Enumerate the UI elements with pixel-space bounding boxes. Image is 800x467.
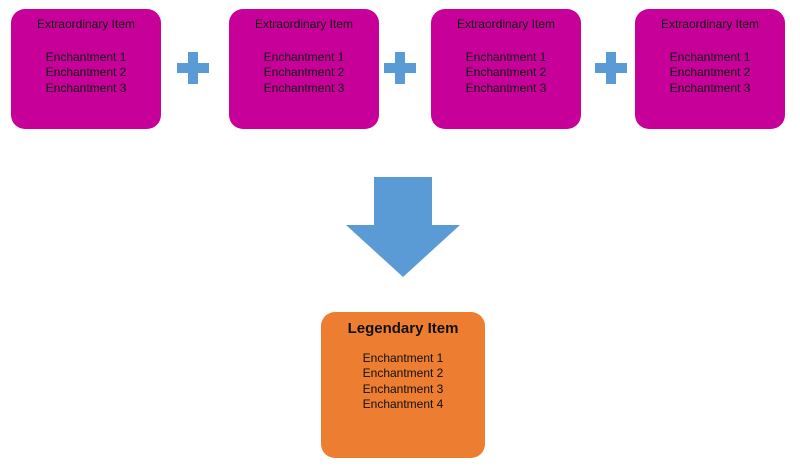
extraordinary-item-box-3: Extraordinary Item Enchantment 1 Enchant…	[431, 9, 581, 129]
legendary-item-box: Legendary Item Enchantment 1 Enchantment…	[321, 312, 485, 458]
extraordinary-item-box-1: Extraordinary Item Enchantment 1 Enchant…	[11, 9, 161, 129]
plus-icon	[177, 52, 209, 84]
enchantment-label: Enchantment 3	[45, 80, 127, 95]
legendary-item-title: Legendary Item	[347, 320, 459, 337]
item-title: Extraordinary Item	[254, 17, 354, 31]
item-title: Extraordinary Item	[660, 17, 760, 31]
enchantment-label: Enchantment 1	[263, 49, 345, 64]
extraordinary-item-box-2: Extraordinary Item Enchantment 1 Enchant…	[229, 9, 379, 129]
item-title: Extraordinary Item	[36, 17, 136, 31]
item-title: Extraordinary Item	[456, 17, 556, 31]
enchantment-label: Enchantment 4	[362, 397, 444, 411]
enchantment-label: Enchantment 1	[465, 49, 547, 64]
enchantment-label: Enchantment 1	[362, 350, 444, 365]
enchantment-label: Enchantment 1	[669, 49, 751, 64]
down-arrow-icon	[346, 177, 460, 277]
enchantment-label: Enchantment 2	[45, 65, 127, 79]
enchantment-label: Enchantment 3	[362, 381, 444, 396]
enchantment-label: Enchantment 2	[362, 366, 444, 380]
plus-icon	[384, 52, 416, 84]
plus-icon	[595, 52, 627, 84]
extraordinary-item-box-4: Extraordinary Item Enchantment 1 Enchant…	[635, 9, 785, 129]
enchantment-label: Enchantment 3	[263, 80, 345, 95]
enchantment-label: Enchantment 3	[669, 80, 751, 95]
enchantment-label: Enchantment 2	[465, 65, 547, 79]
enchantment-label: Enchantment 1	[45, 49, 127, 64]
enchantment-label: Enchantment 2	[669, 65, 751, 79]
enchantment-label: Enchantment 2	[263, 65, 345, 79]
enchantment-label: Enchantment 3	[465, 80, 547, 95]
